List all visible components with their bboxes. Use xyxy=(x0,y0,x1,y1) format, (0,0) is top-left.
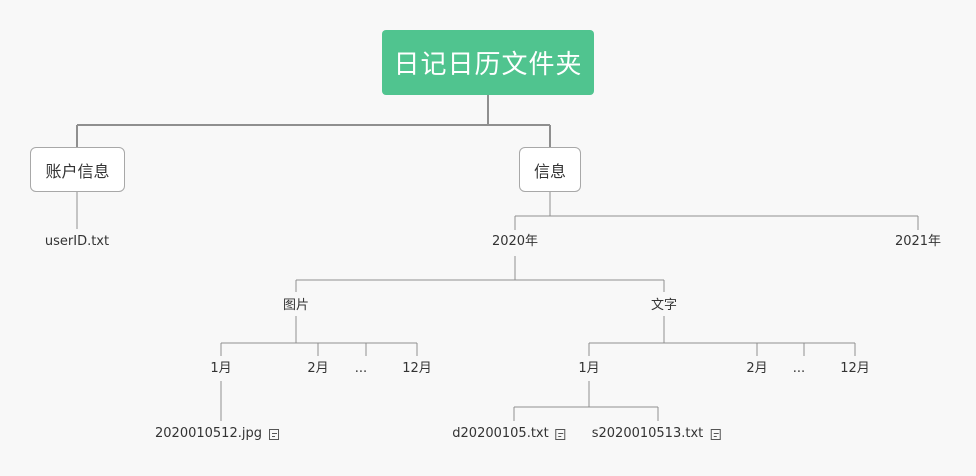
text-file-d-node[interactable]: d20200105.txt xyxy=(452,426,566,442)
file-label: 2020010512.jpg xyxy=(155,426,262,441)
category-label: 文字 xyxy=(650,298,678,313)
year-2020-node[interactable]: 2020年 xyxy=(492,234,538,250)
month-label: 1月 xyxy=(210,361,232,376)
year-label: 2021年 xyxy=(894,234,942,249)
images-node[interactable]: 图片 xyxy=(283,298,309,314)
text-node[interactable]: 文字 xyxy=(651,298,677,314)
month-label: 2月 xyxy=(746,361,768,376)
year-2021-node[interactable]: 2021年 xyxy=(895,234,941,250)
file-label: d20200105.txt xyxy=(452,426,549,441)
text-month-12-node[interactable]: 12月 xyxy=(840,361,870,377)
root-node[interactable]: 日记日历文件夹 xyxy=(382,30,594,95)
account-info-node[interactable]: 账户信息 xyxy=(30,147,125,192)
text-month-2-node[interactable]: 2月 xyxy=(746,361,767,377)
userid-file-node[interactable]: userID.txt xyxy=(45,234,109,250)
images-month-1-node[interactable]: 1月 xyxy=(210,361,231,377)
month-label: ... xyxy=(792,361,806,376)
text-month-ellipsis-node[interactable]: ... xyxy=(793,361,805,377)
note-icon[interactable] xyxy=(555,428,566,440)
month-label: ... xyxy=(354,361,368,376)
file-label: userID.txt xyxy=(44,234,110,249)
images-month-12-node[interactable]: 12月 xyxy=(402,361,432,377)
month-label: 12月 xyxy=(402,361,432,376)
note-icon[interactable] xyxy=(710,428,721,440)
images-month-2-node[interactable]: 2月 xyxy=(307,361,328,377)
month-label: 1月 xyxy=(578,361,600,376)
text-month-1-node[interactable]: 1月 xyxy=(578,361,599,377)
month-label: 12月 xyxy=(840,361,870,376)
category-label: 图片 xyxy=(282,298,310,313)
month-label: 2月 xyxy=(307,361,329,376)
text-file-s-node[interactable]: s2020010513.txt xyxy=(592,426,721,442)
file-label: s2020010513.txt xyxy=(591,426,704,441)
year-label: 2020年 xyxy=(491,234,539,249)
note-icon[interactable] xyxy=(268,428,279,440)
image-file-node[interactable]: 2020010512.jpg xyxy=(155,426,279,442)
images-month-ellipsis-node[interactable]: ... xyxy=(355,361,367,377)
info-node[interactable]: 信息 xyxy=(519,147,581,192)
